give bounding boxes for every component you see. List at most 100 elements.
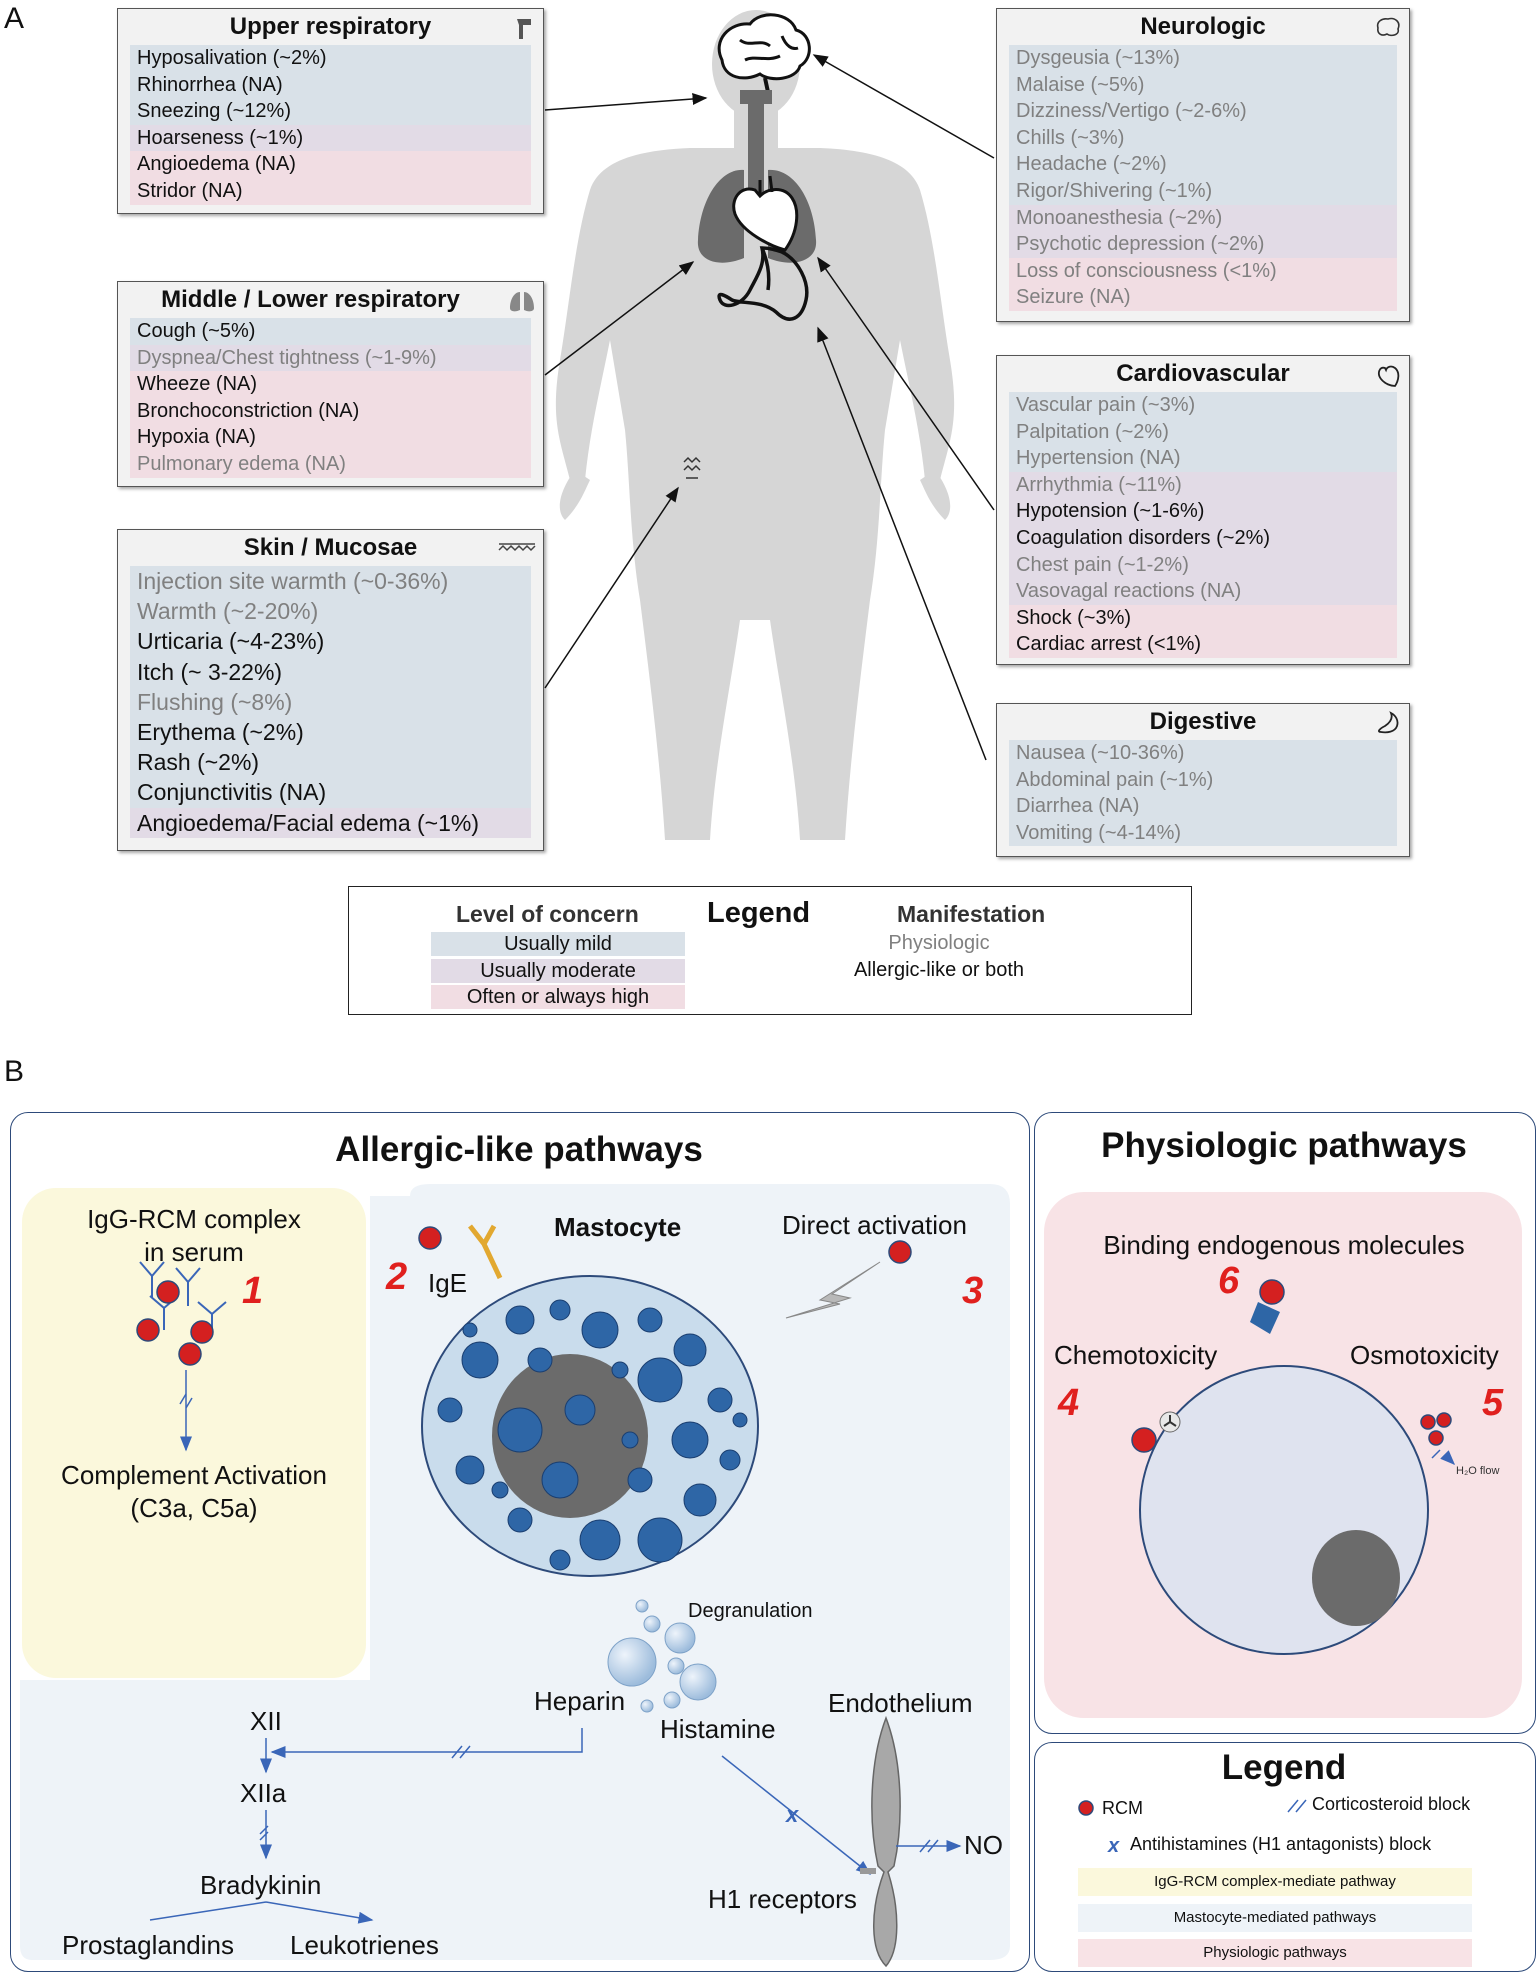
symptom-item: Cough (~5%) [130,318,531,345]
complement-label-1: Complement Activation [61,1460,327,1490]
symptom-item: Sneezing (~12%) [130,98,531,125]
igg-label-2: in serum [144,1237,244,1267]
igg-label-1: IgG-RCM complex [87,1204,301,1234]
legend-cortico-icon [1287,1799,1307,1813]
legend-rcm-label: RCM [1102,1798,1143,1818]
box-title: Neurologic [1140,13,1266,40]
symptom-item: Hypoxia (NA) [130,424,531,451]
concern-header: Level of concern [456,901,639,927]
symptom-item: Pulmonary edema (NA) [130,450,531,478]
physiologic-title: Physiologic pathways [1101,1126,1467,1165]
pathway-number-5: 5 [1482,1382,1504,1424]
box-title: Middle / Lower respiratory [161,286,460,313]
brain-icon [1376,17,1400,37]
panel-b-letter: B [4,1055,25,1088]
symptom-item: Bronchoconstriction (NA) [130,397,531,425]
cortico-block-mark [259,1825,269,1841]
direct-activation-label: Direct activation [782,1210,967,1240]
symptom-list: Hyposalivation (~2%)Rhinorrhea (NA)Sneez… [130,45,531,205]
legend-a: Level of concern Legend Manifestation Us… [348,886,1192,1015]
symptom-item: Shock (~3%) [1009,604,1397,632]
symptom-list: Dysgeusia (~13%)Malaise (~5%)Dizziness/V… [1009,45,1397,311]
endothelium-label: Endothelium [828,1688,973,1718]
degranulation-label: Degranulation [688,1600,813,1622]
legend-igg-label: IgG-RCM complex-mediate pathway [1154,1873,1396,1890]
no-label: NO [964,1830,1003,1860]
manifestation-header: Manifestation [897,901,1046,927]
h2o-flow-label: H₂O flow [1456,1465,1499,1477]
box-title: Skin / Mucosae [243,534,418,561]
legend-igg-swatch [1078,1868,1472,1896]
symptom-item: Erythema (~2%) [130,716,531,748]
cortico-block-mark [451,1745,471,1759]
symptom-item: Chills (~3%) [1009,124,1397,152]
symptom-item: Hoarseness (~1%) [130,124,531,152]
symptom-item: Headache (~2%) [1009,151,1397,178]
symptom-item: Dysgeusia (~13%) [1009,45,1397,72]
symptom-item: Wheeze (NA) [130,371,531,398]
mastocyte-label: Mastocyte [554,1212,682,1242]
chemotoxicity-molecule [1131,1411,1181,1453]
osmotoxicity-molecules [1420,1412,1452,1446]
complement-label-2: (C3a, C5a) [130,1493,258,1523]
symptom-list: Nausea (~10-36%)Abdominal pain (~1%)Diar… [1009,740,1397,847]
symptom-item: Monoanesthesia (~2%) [1009,204,1397,232]
lungs-icon [510,292,534,312]
symptom-item: Angioedema (NA) [130,151,531,178]
legend-cortico-label: Corticosteroid block [1312,1794,1471,1814]
binding-molecule [1250,1279,1285,1334]
stomach-organ [717,246,809,321]
h1-receptors-label: H1 receptors [708,1884,857,1914]
legend-title: Legend [707,897,811,929]
symptom-item: Dizziness/Vertigo (~2-6%) [1009,98,1397,125]
connector-arrows [544,54,995,761]
symptom-item: Palpitation (~2%) [1009,418,1397,446]
bradykinin-label: Bradykinin [200,1870,322,1900]
endothelium-shape [871,1715,901,1968]
symptom-item: Vasovagal reactions (NA) [1009,578,1397,605]
allergic-pathways-frame [10,1112,1030,1972]
h2o-flow-arrows [1431,1450,1454,1464]
legend-high: Often or always high [431,985,685,1009]
legend-antihist-label: Antihistamines (H1 antagonists) block [1130,1834,1432,1854]
ige-antibody [418,1224,503,1280]
box-title: Upper respiratory [229,13,432,40]
pathways-diagram: x H₂O flow x [20,1184,1522,1968]
cortico-block-mark [919,1839,939,1853]
legend-b-frame [1034,1742,1536,1972]
rcm-molecules [136,1280,214,1366]
skin-mucosae-box: Skin / Mucosae Injection site warmth (~0… [117,529,544,851]
body-diagram [544,10,995,840]
heart-organ [732,175,799,252]
prostaglandins-label: Prostaglandins [62,1930,234,1960]
symptom-item: Conjunctivitis (NA) [130,777,531,808]
ige-label: IgE [428,1268,468,1298]
symptom-item: Arrhythmia (~11%) [1009,471,1397,499]
symptom-item: Loss of consciousness (<1%) [1009,257,1397,285]
allergic-title: Allergic-like pathways [335,1130,703,1169]
direct-activation-bolt [785,1261,881,1319]
symptom-item: Cardiac arrest (<1%) [1009,631,1397,658]
legend-physiologic: Physiologic [888,932,990,954]
igg-rcm-complex [139,1261,227,1336]
cortico-block-mark [179,1393,193,1409]
symptom-item: Coagulation disorders (~2%) [1009,524,1397,552]
symptom-item: Itch (~ 3-22%) [130,656,531,687]
symptom-item: Angioedema/Facial edema (~1%) [130,807,531,838]
xii-label: XII [250,1706,282,1736]
trachea-icon [517,19,531,39]
symptom-item: Hypertension (NA) [1009,445,1397,472]
direct-rcm [888,1240,912,1264]
xiia-label: XIIa [240,1778,287,1808]
legend-phys-label: Physiologic pathways [1203,1944,1347,1961]
legend-mild: Usually mild [431,932,685,956]
chemotoxicity-label: Chemotoxicity [1054,1340,1218,1370]
legend-rcm-icon [1078,1800,1094,1816]
heart-icon [1378,365,1400,387]
symptom-item: Dyspnea/Chest tightness (~1-9%) [130,344,531,372]
symptom-item: Hyposalivation (~2%) [130,45,531,72]
osmotoxicity-label: Osmotoxicity [1350,1340,1499,1370]
symptom-item: Malaise (~5%) [1009,71,1397,99]
symptom-item: Rigor/Shivering (~1%) [1009,177,1397,205]
upper-respiratory-box: Upper respiratory Hyposalivation (~2%)Rh… [117,8,544,214]
